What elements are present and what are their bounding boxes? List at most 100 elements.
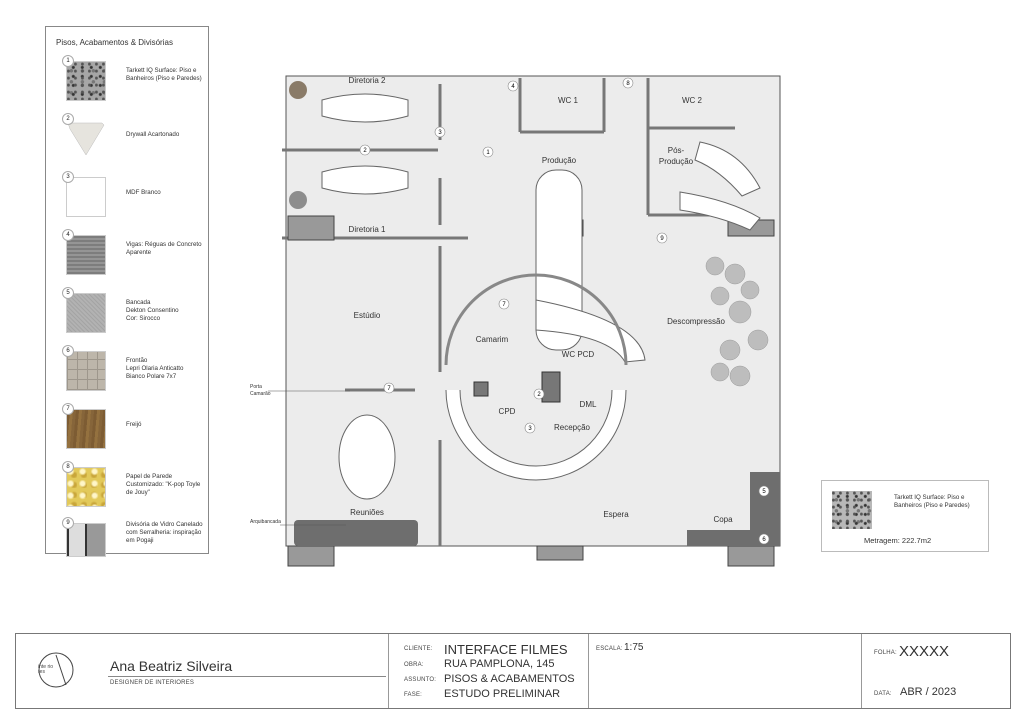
legend-item-7: 7 Freijó — [54, 403, 204, 457]
service-shafts — [473, 371, 561, 403]
legend-text: Papel de Parede Customizado: "K-pop Toyl… — [126, 473, 201, 496]
floor-plan: Diretoria 2 Diretoria 1 WC 1 WC 2 Produç… — [250, 60, 790, 580]
divider — [588, 634, 589, 708]
divider — [388, 634, 389, 708]
legend-text: MDF Branco — [126, 189, 161, 196]
material-tag: 3 — [434, 126, 446, 138]
brand-logo: inte rio res — [36, 650, 80, 690]
floor-plan-drawing: Diretoria 2 Diretoria 1 WC 1 WC 2 Produç… — [250, 75, 781, 567]
escala-value: 1:75 — [624, 642, 644, 653]
fase-value: ESTUDO PRELIMINAR — [444, 688, 561, 700]
legend-text: Vigas: Réguas de Concreto Aparente — [126, 241, 202, 256]
mdf-swatch — [66, 177, 106, 217]
assunto-label: ASSUNTO: — [404, 677, 437, 683]
room-label-cpd: CPD — [499, 407, 516, 416]
legend-number: 2 — [62, 113, 74, 125]
svg-text:5: 5 — [762, 489, 766, 495]
material-tag: 4 — [507, 80, 519, 92]
designer-name: Ana Beatriz Silveira — [110, 658, 233, 674]
legend-item-4: 4 Vigas: Réguas de Concreto Aparente — [54, 229, 204, 283]
svg-text:2: 2 — [363, 148, 367, 154]
legend-number: 6 — [62, 345, 74, 357]
material-tags: 1 2 2 3 3 4 5 6 7 7 8 9 — [359, 77, 770, 545]
legend-item-3: 3 MDF Branco — [54, 171, 204, 225]
legend-text: Bancada Dekton Consentino Cor: Sirocco — [126, 299, 179, 322]
legend-item-1: 1 Tarkett IQ Surface: Piso e Banheiros (… — [54, 55, 204, 109]
data-label: DATA: — [874, 691, 892, 697]
materials-legend: Pisos, Acabamentos & Divisórias 1 Tarket… — [45, 26, 209, 557]
divider — [861, 634, 862, 708]
legend-title: Pisos, Acabamentos & Divisórias — [56, 38, 173, 47]
legend-number: 7 — [62, 403, 74, 415]
room-label-dml: DML — [580, 400, 597, 409]
room-label-wcpcd: WC PCD — [562, 350, 595, 359]
folha-value: XXXXX — [899, 643, 950, 660]
designer-role: DESIGNER DE INTERIORES — [110, 680, 195, 686]
terrazzo-swatch — [66, 61, 106, 101]
material-tag: 2 — [533, 388, 545, 400]
legend-number: 5 — [62, 287, 74, 299]
room-label-descompressao: Descompressão — [667, 317, 725, 326]
obra-value: RUA PAMPLONA, 145 — [444, 658, 555, 670]
legend-item-6: 6 Frontão Lepri Olaria Anticatto Bianco … — [54, 345, 204, 399]
room-label-posproducao: Pós- — [668, 146, 685, 155]
lounge-seating — [705, 256, 769, 387]
legend-item-9: 9 Divisória de Vidro Canelado com Serral… — [54, 517, 204, 571]
room-label-estudio: Estúdio — [354, 311, 381, 320]
room-label-recepcao: Recepção — [554, 423, 591, 432]
card-material-text: Tarkett IQ Surface: Piso e Banheiros (Pi… — [894, 494, 970, 509]
legend-number: 9 — [62, 517, 74, 529]
material-tag: 7 — [383, 382, 395, 394]
arquibancada-note: Arquibancada — [250, 519, 281, 525]
svg-text:3: 3 — [528, 426, 532, 432]
legend-text: Drywall Acartonado — [126, 131, 180, 138]
material-tag: 7 — [498, 298, 510, 310]
tile-swatch — [66, 351, 106, 391]
escala-label: ESCALA: — [596, 646, 623, 652]
folha-label: FOLHA: — [874, 650, 897, 656]
divider — [108, 676, 386, 677]
reception-arc-top — [444, 273, 628, 366]
material-tag: 8 — [622, 77, 634, 89]
area-value: Metragem: 222.7m2 — [864, 536, 932, 545]
svg-text:7: 7 — [502, 302, 506, 308]
legend-text: Divisória de Vidro Canelado com Serralhe… — [126, 521, 203, 544]
legend-item-8: 8 Papel de Parede Customizado: "K-pop To… — [54, 461, 204, 515]
floor-summary-card: Tarkett IQ Surface: Piso e Banheiros (Pi… — [821, 480, 989, 552]
wood-swatch — [66, 409, 106, 449]
room-label-wc2: WC 2 — [682, 96, 703, 105]
svg-text:1: 1 — [486, 150, 490, 156]
plant — [289, 191, 307, 209]
glass-partition-swatch — [66, 523, 106, 557]
material-tag: 3 — [524, 422, 536, 434]
room-label-copa: Copa — [713, 515, 733, 524]
material-tag: 6 — [758, 533, 770, 545]
svg-text:8: 8 — [626, 81, 630, 87]
room-label-posproducao: Produção — [659, 157, 694, 166]
data-value: ABR / 2023 — [900, 686, 957, 698]
room-label-producao: Produção — [542, 156, 577, 165]
legend-item-5: 5 Bancada Dekton Consentino Cor: Sirocco — [54, 287, 204, 341]
logo-icon — [38, 652, 74, 688]
room-label-diretoria1: Diretoria 1 — [349, 225, 386, 234]
legend-number: 4 — [62, 229, 74, 241]
concrete-swatch — [66, 235, 106, 275]
obra-label: OBRA: — [404, 662, 424, 668]
material-tag: 2 — [359, 144, 371, 156]
door-note: Porta — [250, 384, 262, 390]
room-label-wc1: WC 1 — [558, 96, 579, 105]
legend-text: Freijó — [126, 421, 142, 428]
svg-text:6: 6 — [762, 537, 766, 543]
material-tag: 1 — [482, 146, 494, 158]
svg-text:4: 4 — [511, 84, 515, 90]
room-labels: Diretoria 2 Diretoria 1 WC 1 WC 2 Produç… — [349, 76, 734, 524]
dekton-swatch — [66, 293, 106, 333]
wallpaper-swatch — [66, 467, 106, 507]
drywall-swatch — [66, 119, 105, 157]
cliente-label: CLIENTE: — [404, 646, 433, 652]
room-label-diretoria2: Diretoria 2 — [349, 76, 386, 85]
title-block: inte rio res Ana Beatriz Silveira DESIGN… — [15, 633, 1011, 709]
copa-counter — [687, 472, 780, 546]
assunto-value: PISOS & ACABAMENTOS — [444, 673, 575, 685]
drywall-icon — [67, 122, 105, 156]
